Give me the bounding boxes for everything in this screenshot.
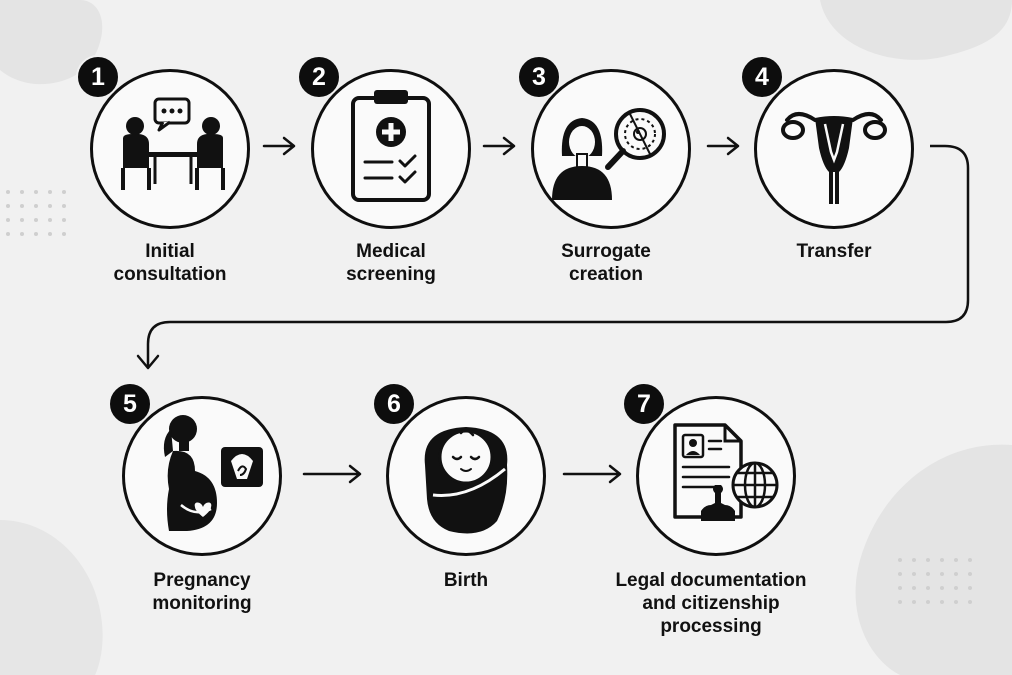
step-label: Initial consultation — [95, 240, 245, 286]
consultation-icon — [121, 97, 225, 190]
step-label: Pregnancy monitoring — [127, 569, 277, 615]
label-line: screening — [346, 264, 436, 285]
step-3: 3 — [517, 55, 691, 229]
label-line: Medical — [356, 241, 426, 262]
step-7: 7 — [622, 382, 796, 556]
label-line: Transfer — [796, 241, 872, 262]
step-circle — [754, 69, 914, 229]
label-line: Initial — [145, 241, 195, 262]
step-circle — [90, 69, 250, 229]
step-number-badge: 7 — [622, 382, 666, 426]
surrogate-magnifier-icon — [552, 108, 666, 200]
step-circle — [122, 396, 282, 556]
label-line: monitoring — [152, 593, 252, 614]
pregnant-woman-ultrasound-icon — [163, 415, 263, 531]
step-1: 1 — [76, 55, 250, 229]
step-4: 4 — [740, 55, 914, 229]
swaddled-baby-icon — [424, 427, 508, 534]
step-circle — [531, 69, 691, 229]
step-number-badge: 5 — [108, 382, 152, 426]
step-number-badge: 1 — [76, 55, 120, 99]
arrow-icon — [302, 464, 362, 484]
arrow-icon — [562, 464, 622, 484]
step-circle — [636, 396, 796, 556]
label-line: processing — [660, 616, 762, 637]
step-label: Medical screening — [316, 240, 466, 286]
step-6: 6 — [372, 382, 546, 556]
label-line: Birth — [443, 570, 489, 591]
label-line: creation — [569, 264, 643, 285]
step-label: Surrogate creation — [531, 240, 681, 286]
step-circle — [386, 396, 546, 556]
uterus-icon — [781, 112, 887, 204]
arrow-icon — [482, 136, 516, 156]
step-number-badge: 2 — [297, 55, 341, 99]
documents-globe-stamp-icon — [673, 423, 779, 521]
step-5: 5 — [108, 382, 282, 556]
clipboard-checklist-icon — [351, 90, 431, 202]
step-label: Birth — [391, 569, 541, 592]
step-number-badge: 4 — [740, 55, 784, 99]
label-line: Pregnancy — [153, 570, 251, 591]
step-number-badge: 3 — [517, 55, 561, 99]
step-label: Transfer — [759, 240, 909, 263]
step-label: Legal documentation and citizenship proc… — [601, 569, 821, 638]
step-number-badge: 6 — [372, 382, 416, 426]
label-line: and citizenship — [642, 593, 780, 614]
step-2: 2 — [297, 55, 471, 229]
label-line: Surrogate — [561, 241, 651, 262]
arrow-icon — [262, 136, 296, 156]
step-circle — [311, 69, 471, 229]
label-line: consultation — [113, 264, 227, 285]
arrow-icon — [706, 136, 740, 156]
label-line: Legal documentation — [615, 570, 807, 591]
